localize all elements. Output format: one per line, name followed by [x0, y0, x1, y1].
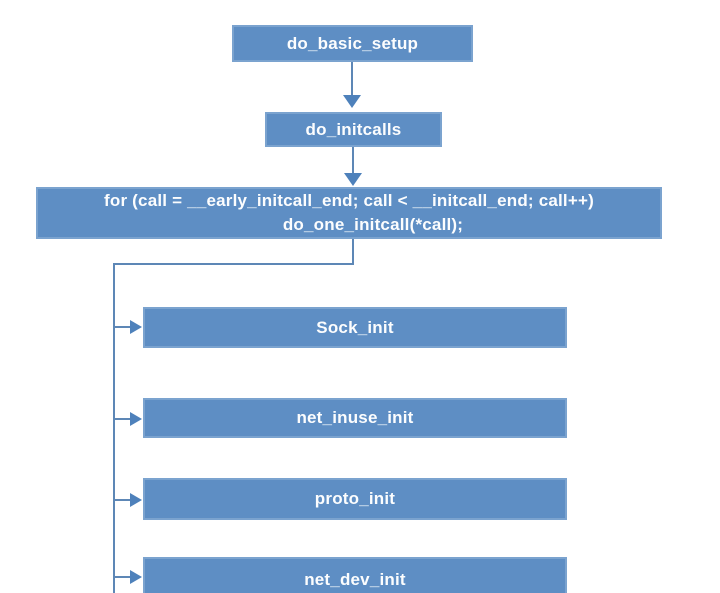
- connector-line: [113, 263, 354, 265]
- flowchart-node-net-inuse-init: net_inuse_init: [143, 398, 567, 438]
- arrow-down-icon: [343, 95, 361, 108]
- connector-line: [114, 576, 131, 578]
- arrow-down-icon: [344, 173, 362, 186]
- arrow-right-icon: [130, 493, 142, 507]
- connector-line: [352, 147, 354, 173]
- flowchart-node-net-dev-init: net_dev_init: [143, 557, 567, 593]
- for-loop-line2: do_one_initcall(*call);: [282, 215, 464, 234]
- for-loop-line1: for (call = __early_initcall_end; call <…: [104, 191, 594, 210]
- arrow-right-icon: [130, 570, 142, 584]
- connector-line: [351, 62, 353, 95]
- connector-line: [352, 239, 354, 265]
- connector-line: [114, 418, 131, 420]
- flowchart-node-proto-init: proto_init: [143, 478, 567, 520]
- arrow-right-icon: [130, 412, 142, 426]
- node-label: Sock_init: [316, 317, 394, 337]
- connector-line: [113, 263, 115, 593]
- connector-line: [114, 499, 131, 501]
- node-label: do_basic_setup: [286, 33, 419, 53]
- flowchart-node-do-basic-setup: do_basic_setup: [232, 25, 473, 62]
- node-label: net_dev_init: [304, 569, 406, 589]
- flowchart-node-do-initcalls: do_initcalls: [265, 112, 442, 147]
- node-label: do_initcalls: [305, 119, 402, 139]
- flowchart-node-sock-init: Sock_init: [143, 307, 567, 348]
- node-label: net_inuse_init: [296, 408, 414, 427]
- arrow-right-icon: [130, 320, 142, 334]
- flowchart-node-for-loop: for (call = __early_initcall_end; call <…: [36, 187, 662, 239]
- node-label: proto_init: [314, 489, 396, 508]
- connector-line: [114, 326, 131, 328]
